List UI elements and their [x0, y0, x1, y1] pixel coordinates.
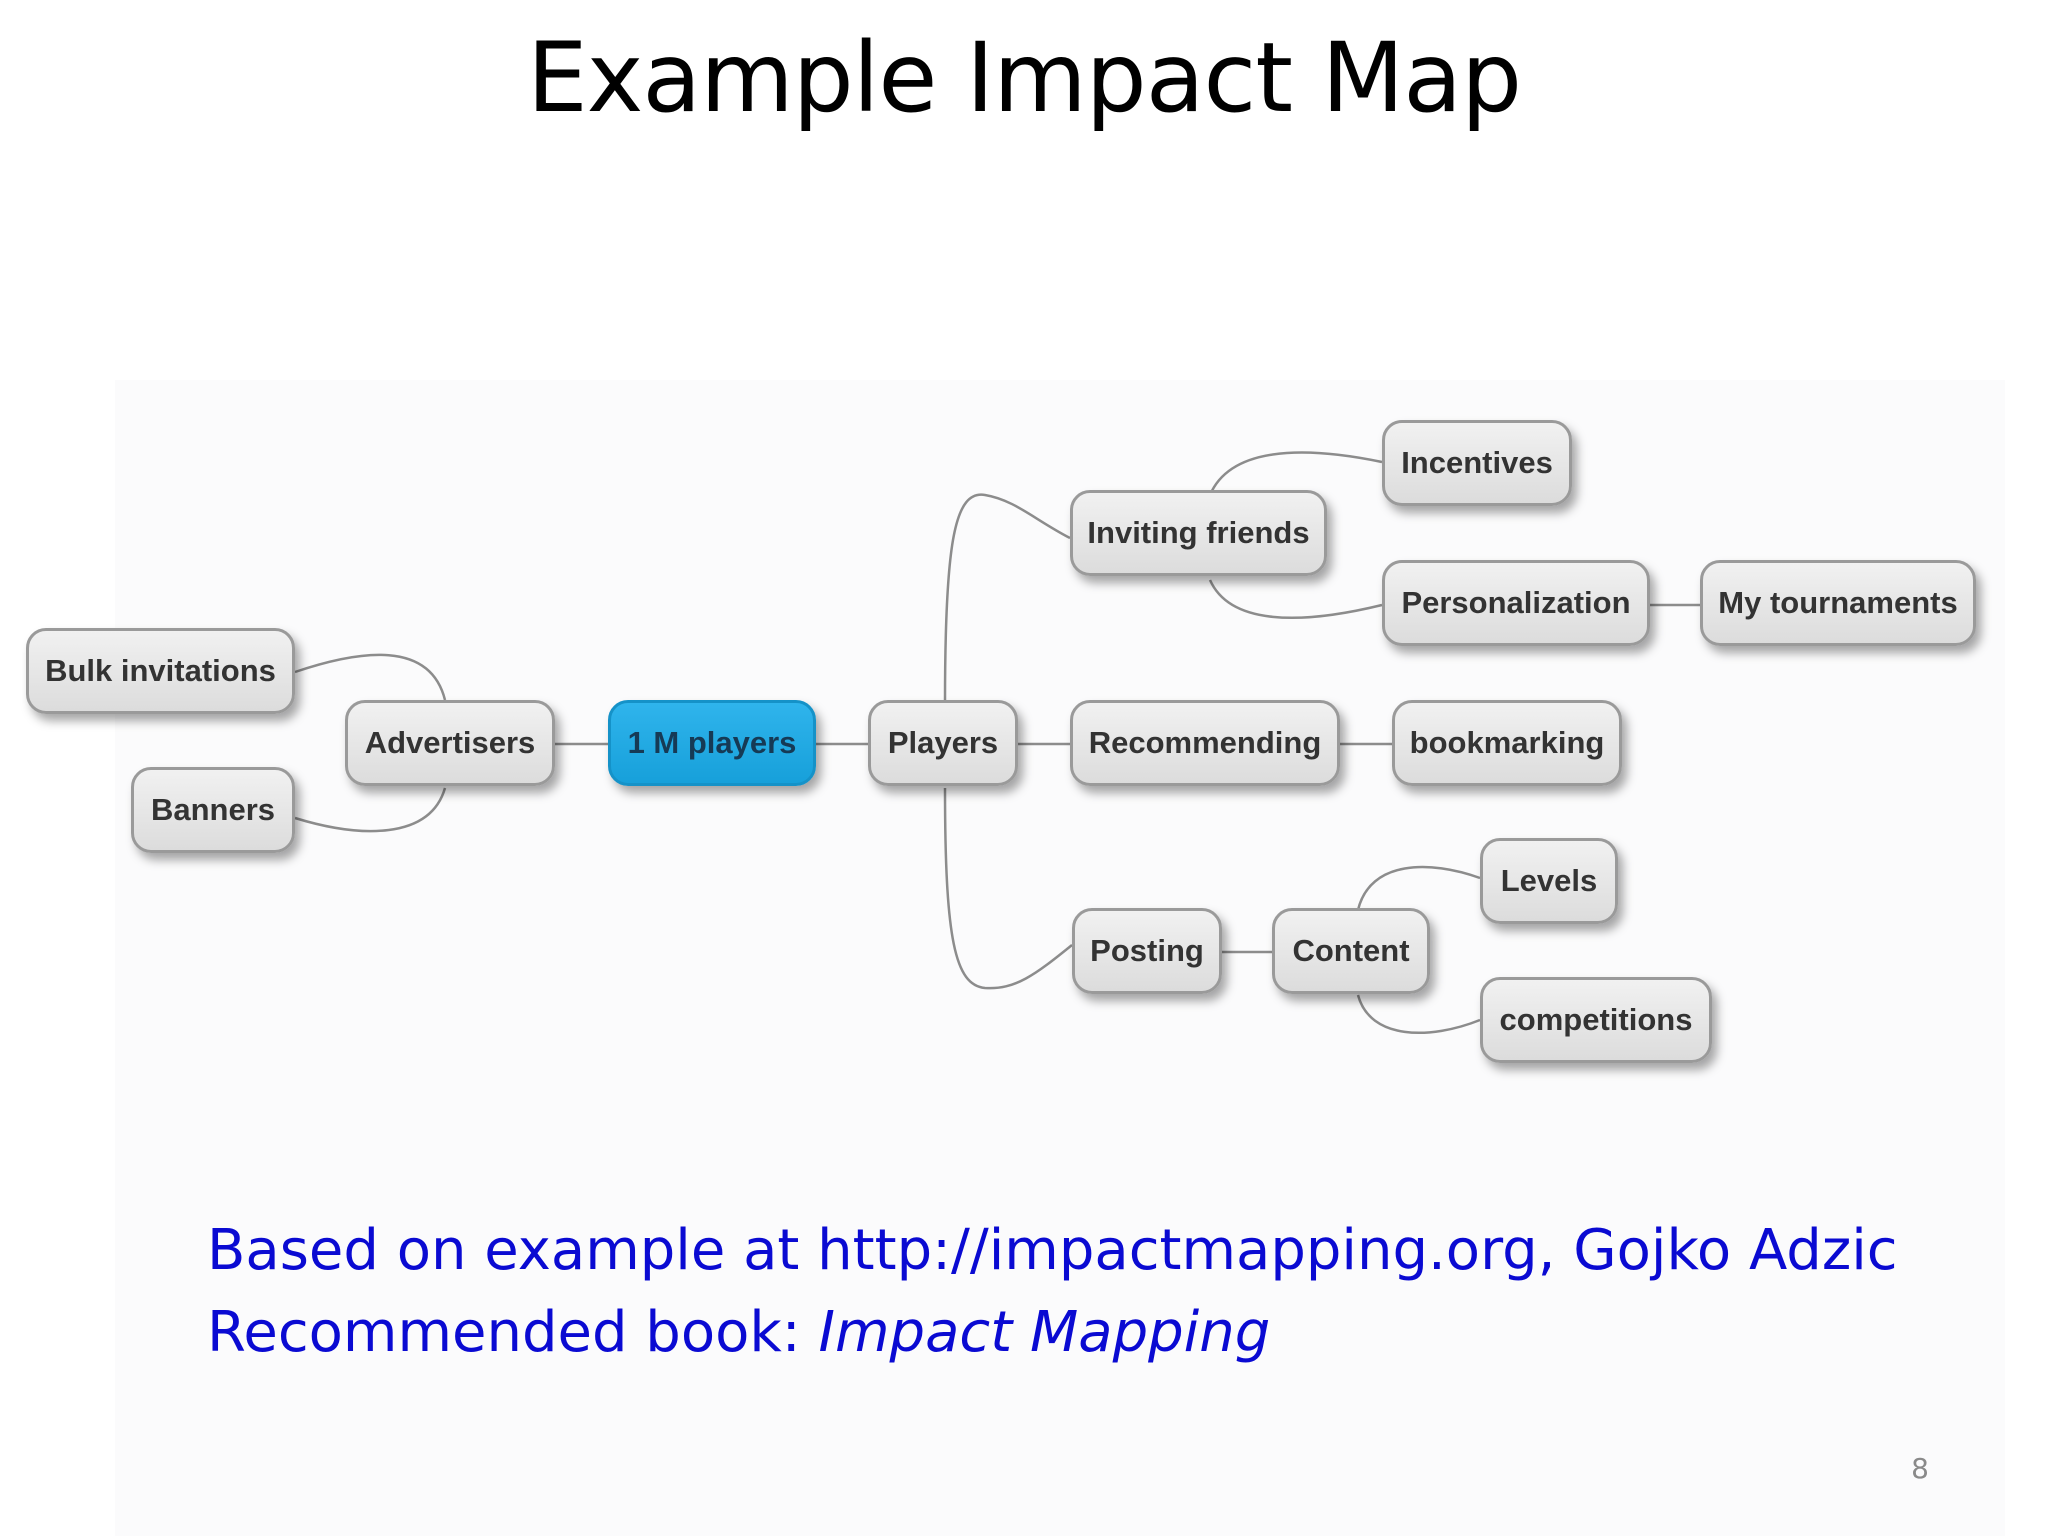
- node-content: Content: [1272, 908, 1430, 994]
- node-bulk-invitations: Bulk invitations: [26, 628, 295, 714]
- node-personalization: Personalization: [1382, 560, 1650, 646]
- connector-content-competitions: [1356, 994, 1481, 1035]
- node-my-tournaments: My tournaments: [1700, 560, 1976, 646]
- node-levels: Levels: [1480, 838, 1618, 924]
- connector-players-inviting: [943, 493, 1071, 703]
- connector-advertisers-bulk: [294, 653, 447, 701]
- connector-inviting-incentives: [1208, 451, 1383, 496]
- page-number: 8: [1911, 1452, 1929, 1485]
- node-bookmarking: bookmarking: [1392, 700, 1622, 786]
- node-inviting-friends: Inviting friends: [1070, 490, 1327, 576]
- node-advertisers: Advertisers: [345, 700, 555, 786]
- node-recommending: Recommending: [1070, 700, 1340, 786]
- map-background: [115, 380, 2005, 1536]
- node-competitions: competitions: [1480, 977, 1712, 1063]
- connector-inviting-personalization: [1208, 579, 1383, 620]
- citation-line-2: Recommended book: Impact Mapping: [207, 1292, 1898, 1374]
- connector-advertisers-banners: [294, 787, 447, 833]
- node-players: Players: [868, 700, 1018, 786]
- citation-line-1: Based on example at http://impactmapping…: [207, 1218, 1898, 1283]
- book-title: Impact Mapping: [818, 1300, 1271, 1365]
- node-posting: Posting: [1072, 908, 1222, 994]
- citation-line-2-prefix: Recommended book:: [207, 1300, 819, 1365]
- citation-text: Based on example at http://impactmapping…: [207, 1210, 1898, 1374]
- node-goal-1m-players: 1 M players: [608, 700, 816, 786]
- slide-title: Example Impact Map: [526, 22, 1522, 134]
- node-banners: Banners: [131, 767, 295, 853]
- connector-players-posting: [943, 787, 1073, 990]
- connector-content-levels: [1356, 865, 1481, 911]
- node-incentives: Incentives: [1382, 420, 1572, 506]
